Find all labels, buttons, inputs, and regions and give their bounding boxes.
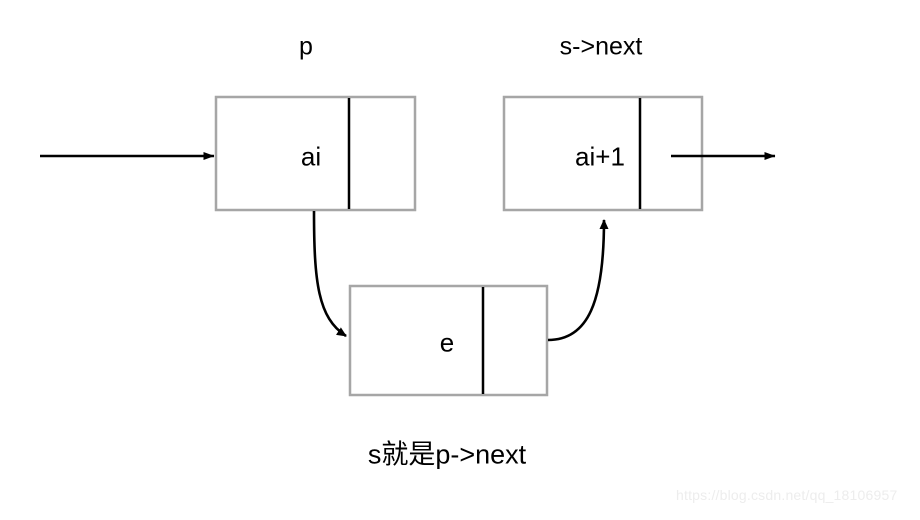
node-value-p: ai	[300, 141, 322, 172]
diagram-caption: s就是p->next	[367, 439, 527, 470]
node-box-e	[348, 284, 549, 397]
arrow-e-to-s-next	[547, 219, 609, 342]
node-value-e: e	[439, 327, 455, 358]
pointer-label-s-next: s->next	[559, 32, 643, 61]
node-box-s-next	[502, 95, 704, 212]
watermark-text: https://blog.csdn.net/qq_18106957	[676, 487, 898, 503]
node-value-s-next: ai+1	[575, 141, 625, 172]
pointer-label-p: p	[299, 32, 313, 61]
node-box-p	[214, 95, 417, 212]
arrow-p-to-e	[312, 210, 347, 338]
